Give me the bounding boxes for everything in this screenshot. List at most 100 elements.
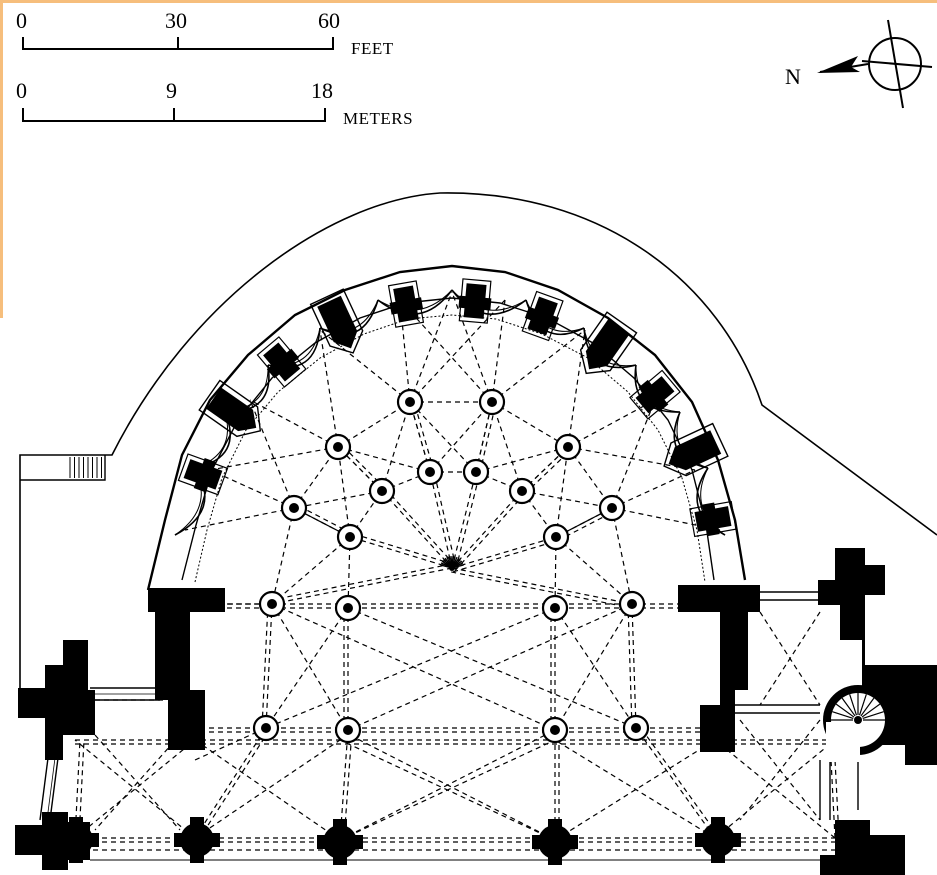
- accent-frame-left: [0, 0, 3, 318]
- stair-tread: [861, 703, 881, 718]
- vault-rib: [350, 532, 454, 565]
- column-core: [607, 503, 617, 513]
- vault-rib: [94, 734, 181, 831]
- column-core: [471, 467, 481, 477]
- outer-boundary-left-return: [20, 455, 106, 481]
- vault-rib: [759, 611, 821, 706]
- columns: [252, 388, 650, 744]
- chevet-buttress: [387, 280, 425, 328]
- chevet-buttress-large: [663, 422, 729, 477]
- pier-arm: [69, 817, 83, 863]
- column: [541, 716, 569, 744]
- column: [541, 594, 569, 622]
- column-core: [563, 442, 573, 452]
- column-core: [405, 397, 415, 407]
- vault-rib: [554, 607, 637, 729]
- column-core: [345, 532, 355, 542]
- column: [324, 433, 352, 461]
- scale-meters-label-18: 18: [311, 78, 333, 103]
- vault-rib: [409, 299, 506, 403]
- vault-rib: [714, 739, 836, 839]
- chevet-buttresses: [177, 278, 737, 538]
- plan-drawing: [15, 192, 937, 875]
- column-core: [550, 725, 560, 735]
- vault-rib: [349, 536, 453, 569]
- vault-rib: [627, 604, 633, 729]
- vault-rib: [265, 603, 273, 729]
- column: [334, 716, 362, 744]
- vault-rib: [409, 401, 477, 473]
- vault-rib: [194, 739, 341, 839]
- column-core: [551, 532, 561, 542]
- vault-rib: [491, 401, 569, 448]
- pier-arm: [711, 817, 725, 863]
- buttress-block: [635, 376, 675, 414]
- vault-rib: [78, 740, 85, 839]
- chevet-buttress: [521, 290, 564, 342]
- stair-tread: [841, 697, 856, 717]
- vault-rib: [271, 603, 349, 731]
- entry-steps: [69, 457, 102, 478]
- vault-rib: [638, 725, 719, 837]
- vault-rib: [249, 399, 295, 509]
- scale-feet-label-0: 0: [16, 8, 27, 33]
- scale-feet-label-60: 60: [318, 8, 340, 33]
- scale-feet-unit: FEET: [351, 39, 394, 58]
- buttress-block: [694, 502, 732, 537]
- vault-ribs: [74, 291, 840, 851]
- column-core: [333, 442, 343, 452]
- vault-rib: [611, 469, 696, 509]
- scale-bar-meters: 0 9 18 METERS: [16, 78, 413, 128]
- stair-tread: [835, 703, 855, 718]
- pier-block: [168, 705, 202, 745]
- vault-rib: [739, 719, 821, 821]
- vault-rib: [521, 490, 613, 509]
- compass-ring: [868, 37, 922, 91]
- stair-tread: [849, 694, 858, 716]
- spiral-stair-treads: [831, 693, 885, 721]
- vault-rib: [475, 446, 569, 473]
- vault-rib: [451, 536, 557, 569]
- column-core: [267, 599, 277, 609]
- vault-rib: [451, 571, 632, 609]
- vault-rib: [337, 446, 351, 538]
- chevet-buttress: [458, 278, 492, 324]
- vault-rib: [197, 729, 270, 841]
- vault-rib: [409, 291, 453, 403]
- vault-rib: [194, 739, 341, 841]
- column-core: [487, 397, 497, 407]
- vault-rib: [74, 739, 196, 839]
- vault-rib: [271, 563, 452, 601]
- vault-rib: [265, 607, 349, 729]
- column-core: [261, 723, 271, 733]
- vault-rib: [265, 607, 556, 729]
- stair-tread: [832, 711, 854, 720]
- vault-rib: [337, 446, 431, 473]
- compass-cross-ew: [861, 60, 933, 68]
- chevet-buttress-large: [309, 288, 364, 354]
- vault-rib: [554, 603, 633, 731]
- column: [336, 523, 364, 551]
- vault-rib: [384, 487, 456, 566]
- chevet-buttress: [177, 453, 229, 496]
- column: [554, 433, 582, 461]
- vault-rib: [611, 507, 633, 605]
- vault-rib: [491, 329, 586, 403]
- column: [622, 714, 650, 742]
- western-pier: [532, 819, 578, 865]
- vault-rib: [635, 727, 716, 839]
- scale-meters-label-0: 0: [16, 78, 27, 103]
- left-window-jamb-a: [39, 757, 49, 821]
- vault-rib: [567, 399, 656, 448]
- compass-north-label: N: [785, 64, 801, 89]
- chevet-buttress-large: [579, 311, 638, 375]
- vault-rib: [491, 299, 506, 403]
- vault-rib: [261, 603, 269, 728]
- compass-cross-ns: [887, 19, 904, 109]
- vault-rib: [209, 469, 295, 509]
- spiral-stair: [823, 685, 893, 762]
- vault-rib: [347, 607, 637, 729]
- vault-rib: [491, 401, 523, 492]
- stair-tread: [862, 711, 884, 720]
